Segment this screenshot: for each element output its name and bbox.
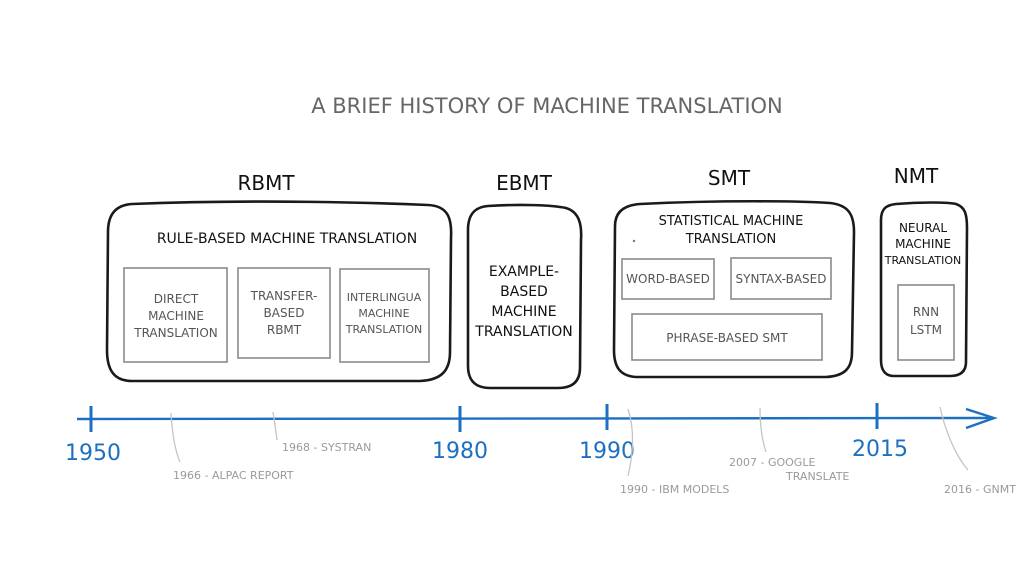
- rbmt-item-interlingua-box: [339, 268, 430, 363]
- ebmt-box: [466, 203, 583, 390]
- rbmt-item-direct-line-2: MACHINE: [148, 309, 204, 323]
- nmt-box-title-line-2: MACHINE: [895, 237, 951, 251]
- timeline: 1950 1980 1990 2015 1966 - ALPAC REPORT …: [65, 403, 1016, 496]
- rbmt-item-transfer-line-3: RBMT: [267, 323, 302, 337]
- smt-item-word-box: [621, 258, 715, 300]
- ebmt-box-line-3: MACHINE: [491, 304, 556, 320]
- nmt-box: [879, 201, 969, 378]
- year-2015: 2015: [852, 437, 908, 462]
- ebmt-box-line-2: BASED: [500, 284, 548, 300]
- smt-box-dot: [632, 239, 636, 243]
- rbmt-item-transfer-box: [237, 267, 331, 359]
- rbmt-item-transfer-line-1: TRANSFER-: [250, 289, 318, 303]
- event-2007-line-1: 2007 - GOOGLE: [729, 456, 815, 469]
- rbmt-item-direct-line-1: DIRECT: [154, 292, 199, 306]
- nmt-item-box: [897, 284, 955, 361]
- rbmt-label: RBMT: [237, 171, 295, 195]
- rbmt-item-transfer-line-2: BASED: [264, 306, 305, 320]
- nmt-item-lstm: LSTM: [910, 323, 942, 337]
- smt-item-syntax: SYNTAX-BASED: [736, 272, 827, 286]
- nmt-section: NMT NEURAL MACHINE TRANSLATION RNN LSTM: [879, 164, 969, 378]
- smt-box: [612, 199, 856, 379]
- ebmt-label: EBMT: [496, 171, 553, 195]
- nmt-label: NMT: [894, 164, 939, 188]
- timeline-arrowhead: [965, 407, 998, 430]
- rbmt-section: RBMT RULE-BASED MACHINE TRANSLATION DIRE…: [105, 171, 453, 383]
- smt-section: SMT STATISTICAL MACHINE TRANSLATION WORD…: [612, 166, 856, 379]
- nmt-box-title-line-1: NEURAL: [899, 221, 947, 235]
- ebmt-section: EBMT EXAMPLE- BASED MACHINE TRANSLATION: [466, 171, 583, 390]
- ebmt-box-line-1: EXAMPLE-: [489, 264, 559, 280]
- event-1966: 1966 - ALPAC REPORT: [173, 469, 294, 482]
- event-2007-line-2: TRANSLATE: [785, 470, 849, 483]
- rbmt-box-title: RULE-BASED MACHINE TRANSLATION: [157, 231, 417, 247]
- smt-item-syntax-box: [730, 257, 832, 300]
- year-1950: 1950: [65, 441, 121, 466]
- smt-box-title-line-2: TRANSLATION: [685, 232, 776, 247]
- rbmt-item-direct-box: [123, 267, 228, 363]
- event-1968-leader: [272, 411, 278, 441]
- nmt-item-rnn: RNN: [913, 305, 939, 319]
- event-2016-leader: [939, 406, 969, 471]
- smt-item-word: WORD-BASED: [626, 272, 710, 286]
- timeline-axis: [76, 416, 991, 421]
- rbmt-item-interlingua-line-2: MACHINE: [358, 307, 409, 320]
- event-2016: 2016 - GNMT: [944, 483, 1016, 496]
- smt-label: SMT: [708, 166, 751, 190]
- year-1980: 1980: [432, 439, 488, 464]
- rbmt-item-interlingua-line-1: INTERLINGUA: [347, 291, 422, 304]
- smt-box-title-line-1: STATISTICAL MACHINE: [659, 214, 804, 229]
- smt-item-phrase-box: [631, 313, 823, 361]
- event-1990-leader: [627, 408, 634, 477]
- event-1968: 1968 - SYSTRAN: [282, 441, 371, 454]
- nmt-box-title-line-3: TRANSLATION: [884, 254, 962, 267]
- rbmt-item-direct-line-3: TRANSLATION: [133, 326, 218, 340]
- rbmt-item-interlingua-line-3: TRANSLATION: [345, 323, 423, 336]
- smt-item-phrase: PHRASE-BASED SMT: [666, 331, 788, 345]
- event-2007-leader: [759, 407, 767, 453]
- event-1966-leader: [170, 412, 181, 463]
- rbmt-box: [105, 200, 453, 383]
- ebmt-box-line-4: TRANSLATION: [474, 324, 572, 340]
- year-1990: 1990: [579, 439, 635, 464]
- diagram-title: A BRIEF HISTORY OF MACHINE TRANSLATION: [311, 94, 783, 118]
- event-1990: 1990 - IBM MODELS: [620, 483, 729, 496]
